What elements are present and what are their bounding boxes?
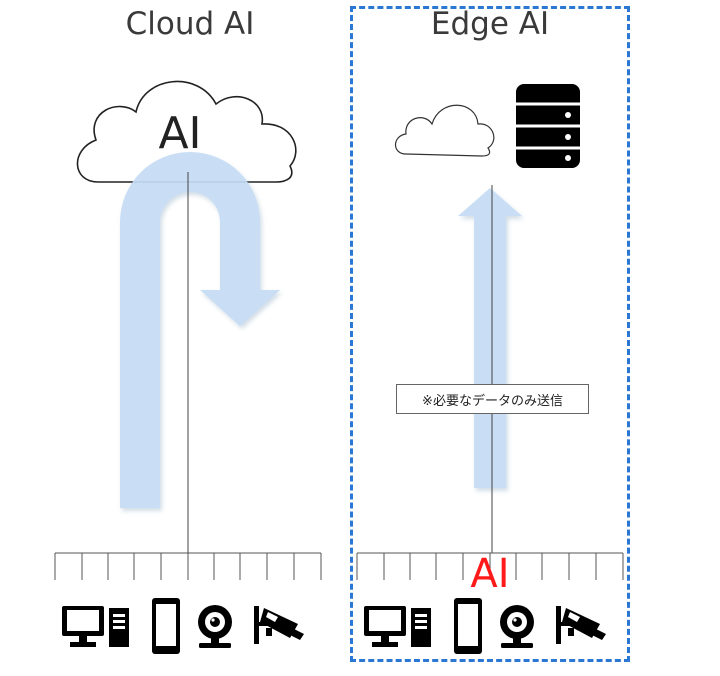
edge-ai-frame	[350, 6, 630, 662]
round-trip-arrow	[120, 152, 280, 508]
edge-ai-label: AI	[470, 551, 510, 597]
desktop-pc-icon	[62, 606, 129, 647]
note-box: ※必要なデータのみ送信	[396, 384, 589, 414]
security-camera-icon	[254, 606, 304, 644]
edge-ai-title: Edge AI	[430, 6, 550, 42]
note-text: ※必要なデータのみ送信	[422, 393, 563, 409]
server-database-icon	[516, 84, 580, 168]
cloud-ai-title: Cloud AI	[125, 6, 255, 42]
smartphone-icon	[152, 598, 180, 654]
cloud-ai-label: AI	[158, 108, 202, 159]
small-cloud-icon	[394, 104, 495, 157]
cloud-outline-icon	[76, 80, 297, 183]
webcam-icon	[198, 605, 232, 648]
device-rail-cloud	[54, 552, 322, 580]
device-rail-edge	[356, 552, 624, 580]
